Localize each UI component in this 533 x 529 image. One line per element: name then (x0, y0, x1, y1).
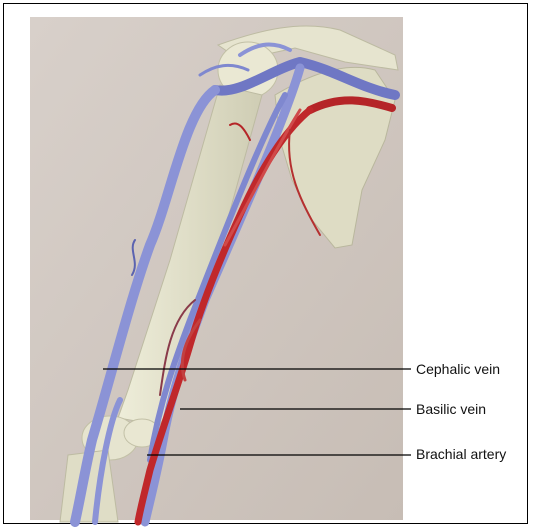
cephalic-vein-label: Cephalic vein (416, 361, 500, 377)
brachial-artery-label: Brachial artery (416, 446, 506, 462)
basilic-vein-label: Basilic vein (416, 401, 486, 417)
